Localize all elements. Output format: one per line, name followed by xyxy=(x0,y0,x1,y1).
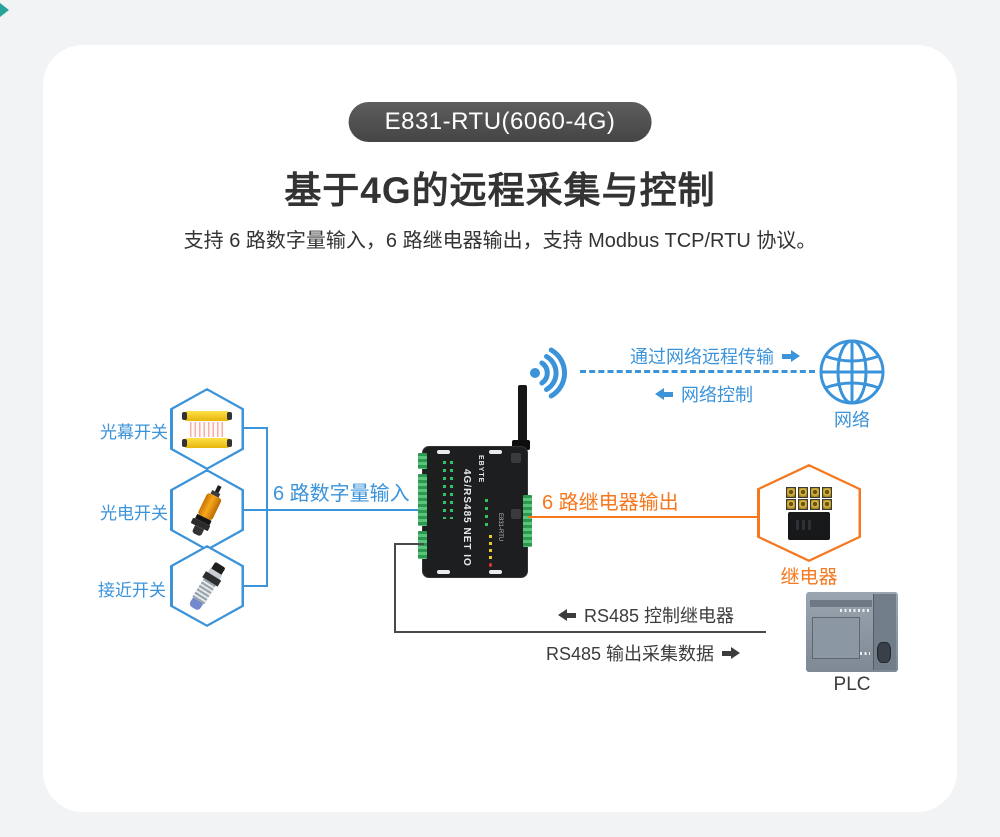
rs485-control-label: RS485 控制继电器 xyxy=(558,602,734,628)
model-badge: E831-RTU(6060-4G) xyxy=(348,102,652,142)
relay-hexagon xyxy=(757,464,861,562)
wire-input-stub-3 xyxy=(243,585,267,587)
digital-input-label: 6 路数字量输入 xyxy=(273,483,410,505)
wire-input-main xyxy=(243,509,423,511)
terminal-block xyxy=(523,495,532,547)
page-subtitle: 支持 6 路数字量输入，6 路继电器输出，支持 Modbus TCP/RTU 协… xyxy=(183,230,817,252)
antenna xyxy=(518,385,527,448)
wire-input-stub-1 xyxy=(243,427,267,429)
rs485-wire-vertical xyxy=(394,543,396,633)
rs485-output-label: RS485 输出采集数据 xyxy=(546,640,741,666)
light-curtain-image xyxy=(170,388,244,470)
led-power xyxy=(489,563,492,567)
device-model-side: 4G/RS485 NET IO xyxy=(461,469,472,567)
arrow-left-icon xyxy=(558,609,576,621)
sensor-hexagon-proximity xyxy=(170,545,244,627)
proximity-sensor-image xyxy=(170,545,244,627)
wifi-signal-icon xyxy=(527,341,579,408)
sensor-label-proximity: 接近开关 xyxy=(98,581,166,600)
wire-input-bus xyxy=(266,427,268,587)
arrow-left-icon xyxy=(655,388,673,400)
led-strip xyxy=(485,499,488,531)
network-dashed-line xyxy=(580,370,815,373)
sensor-hexagon-photoelectric xyxy=(170,469,244,551)
led-strip xyxy=(443,461,446,519)
led-strip xyxy=(450,461,453,519)
net-control-label: 网络控制 xyxy=(655,381,753,407)
terminal-block xyxy=(418,453,427,469)
light-curtain-rays xyxy=(190,421,224,437)
rs485-wire-horizontal xyxy=(394,631,766,633)
relay-output-label: 6 路继电器输出 xyxy=(542,492,679,514)
terminal-block xyxy=(418,531,427,559)
device-model-small: E831-RTU xyxy=(497,513,503,542)
page-title: 基于4G的远程采集与控制 xyxy=(284,170,716,211)
plc-led-row xyxy=(840,609,870,612)
terminal-block xyxy=(418,474,427,526)
arrow-right-icon xyxy=(782,350,800,362)
photoelectric-sensor-image xyxy=(170,469,244,551)
device-brand: EBYTE xyxy=(477,455,484,484)
wire-relay-output xyxy=(528,516,758,518)
plc-door xyxy=(812,617,860,659)
relay-label: 继电器 xyxy=(780,567,838,588)
plc-label: PLC xyxy=(833,674,871,695)
relay-image xyxy=(757,464,861,562)
corner-accent xyxy=(0,3,9,17)
rs485-wire-stub xyxy=(394,543,424,545)
sensor-label-photoelectric: 光电开关 xyxy=(100,504,168,523)
network-label: 网络 xyxy=(834,410,870,430)
globe-icon xyxy=(818,338,886,411)
led-strip xyxy=(489,535,492,559)
db9-connector xyxy=(877,642,891,663)
light-curtain-bar xyxy=(182,437,232,448)
plc-image xyxy=(806,592,898,672)
net-transmit-label: 通过网络远程传输 xyxy=(630,343,800,369)
arrow-right-icon xyxy=(722,647,741,659)
antenna-base xyxy=(512,440,530,450)
sensor-hexagon-light-curtain xyxy=(170,388,244,470)
light-curtain-bar xyxy=(182,410,232,421)
sensor-label-light-curtain: 光幕开关 xyxy=(100,423,168,442)
device-image: EBYTE 4G/RS485 NET IO E831-RTU xyxy=(418,446,532,578)
